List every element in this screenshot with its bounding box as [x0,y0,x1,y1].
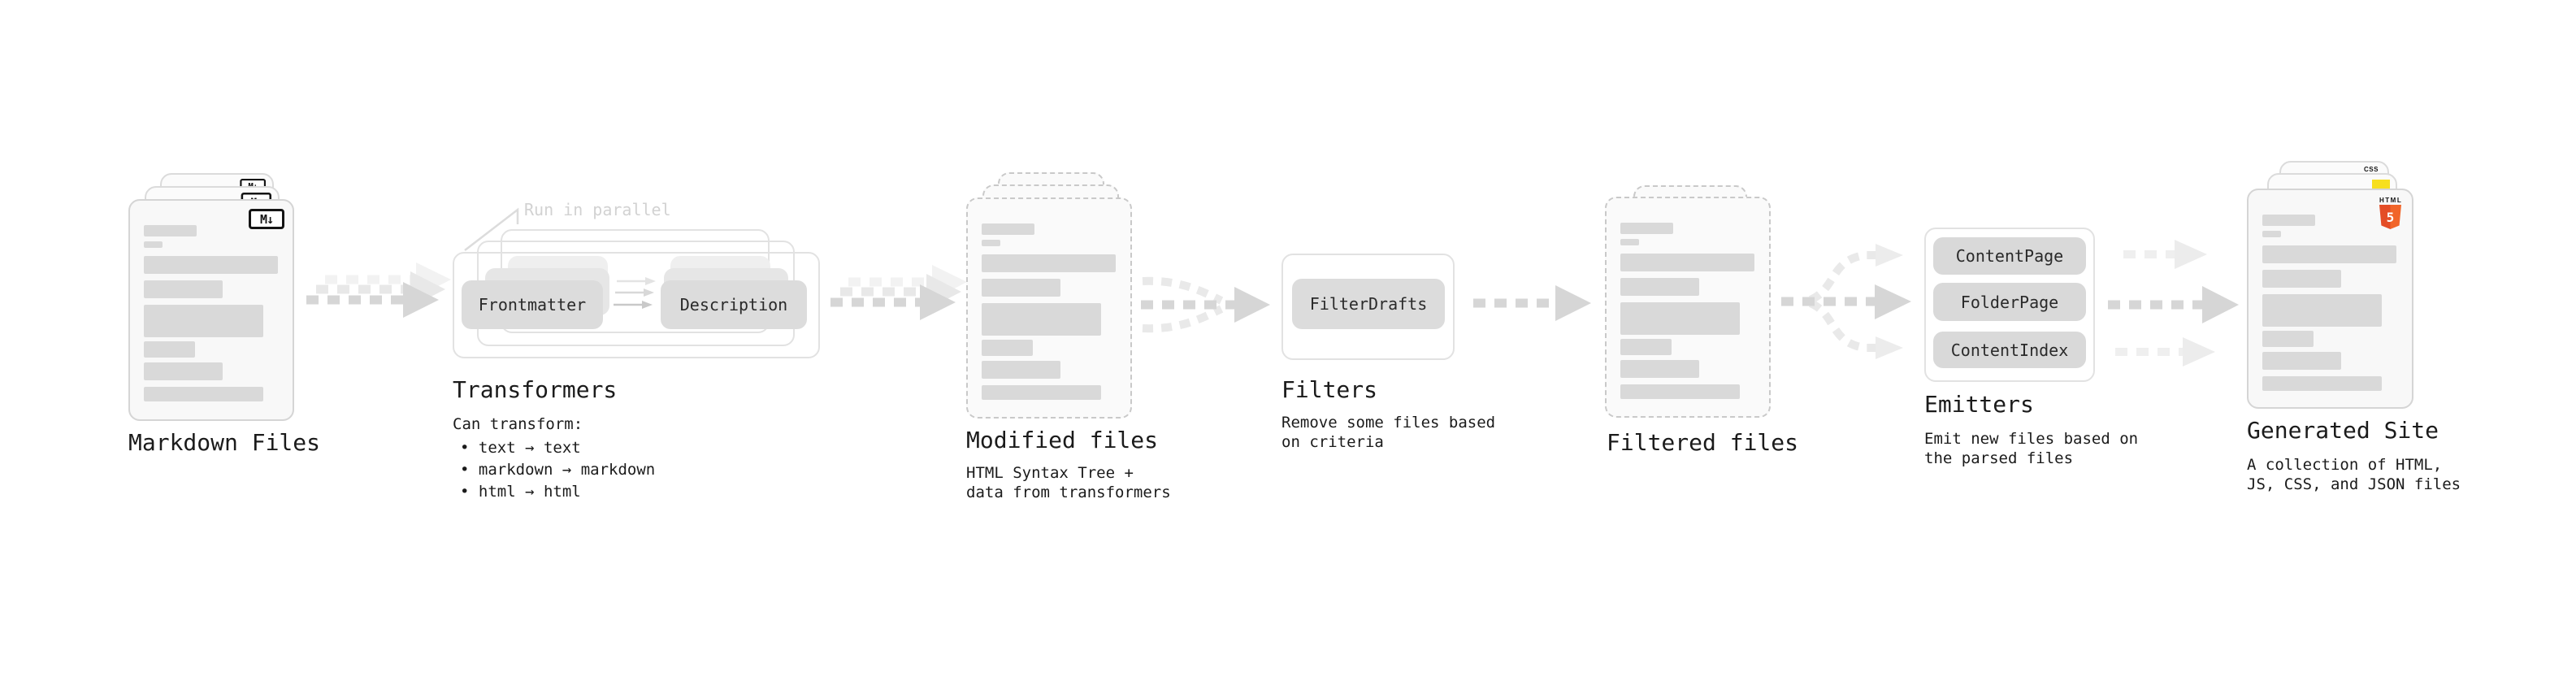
emitters-label: Emitters [1924,391,2034,418]
arrow-markdown-to-transformers [306,262,451,318]
markdown-files-label: Markdown Files [128,429,321,456]
modified-files-label: Modified files [966,427,1159,453]
contentindex-node: ContentIndex [1933,332,2086,368]
filterdrafts-node: FilterDrafts [1292,279,1445,329]
filtered-files-label: Filtered files [1607,429,1799,456]
bullet-item: • markdown → markdown [460,461,656,479]
bullet-item: • text → text [460,439,581,457]
js-icon [2372,180,2390,189]
filters-box [1281,254,1455,360]
folderpage-node: FolderPage [1933,283,2086,321]
generated-site-subtitle: A collection of HTML, JS, CSS, and JSON … [2247,456,2461,493]
markdown-icon: M↓ [249,209,284,229]
modified-file-card [966,197,1132,419]
markdown-file-card: M↓ [128,199,294,421]
arrow-emitters-to-generated [2108,240,2239,367]
modified-files-subtitle: HTML Syntax Tree + data from transformer… [966,464,1171,501]
arrow-filtered-to-emitters [1781,244,1911,359]
bullet-item: • html → html [460,483,581,501]
transformers-label: Transformers [453,376,618,403]
run-in-parallel-note: Run in parallel [524,200,671,219]
transformers-box [453,252,820,358]
arrow-modified-to-filters [1141,276,1270,333]
generated-file-card: HTML 5 [2247,189,2413,409]
arrow-transformers-to-modified [830,265,967,320]
html5-icon: HTML 5 [2379,197,2401,229]
emitters-subtitle: Emit new files based on the parsed files [1924,430,2139,467]
generated-site-label: Generated Site [2247,417,2439,444]
filtered-file-card [1605,197,1771,418]
filters-subtitle: Remove some files based on criteria [1281,414,1496,451]
transformers-bullet-list: • text → text • markdown → markdown • ht… [460,437,655,503]
description-node: Description [661,280,807,329]
contentpage-node: ContentPage [1933,237,2086,275]
filters-label: Filters [1281,376,1378,403]
transformers-subtitle: Can transform: [453,415,583,433]
frontmatter-node: Frontmatter [462,280,603,329]
arrow-filters-to-filtered [1473,285,1591,321]
